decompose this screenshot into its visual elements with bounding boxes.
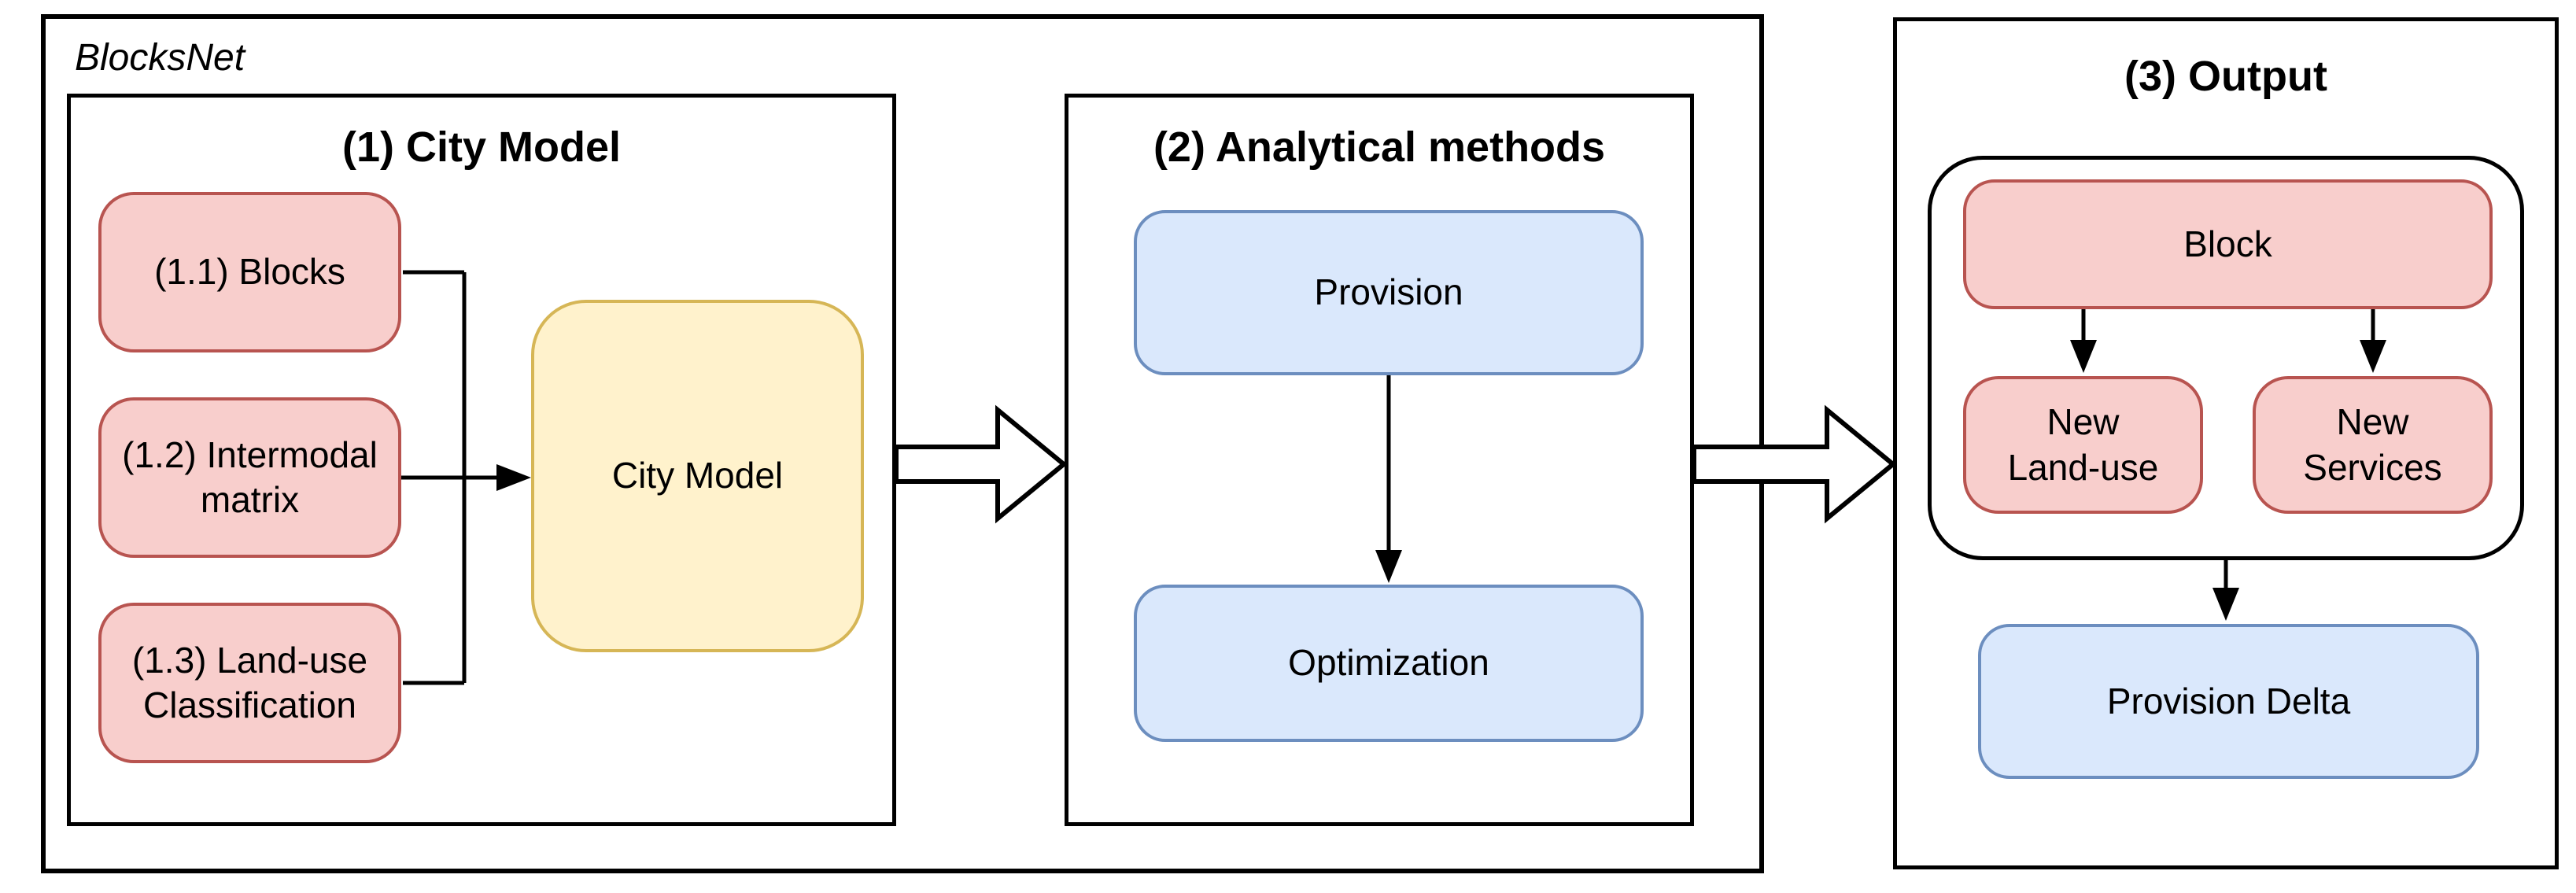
section-output-heading: (3) Output [2124,53,2327,100]
node-new-services: New Services [2253,376,2493,514]
node-intermodal-matrix: (1.2) Intermodal matrix [98,397,401,558]
node-block: Block [1963,179,2493,309]
node-blocks: (1.1) Blocks [98,192,401,352]
node-provision-delta: Provision Delta [1978,624,2479,779]
section-city-model-heading: (1) City Model [341,124,621,171]
node-provision: Provision [1134,210,1644,375]
section-analytical-methods-heading: (2) Analytical methods [1153,124,1606,171]
node-city-model: City Model [531,300,864,652]
node-optimization: Optimization [1134,585,1644,742]
blocksnet-label: BlocksNet [75,37,245,79]
node-new-landuse: New Land-use [1963,376,2203,514]
node-landuse-classification: (1.3) Land-use Classification [98,603,401,763]
